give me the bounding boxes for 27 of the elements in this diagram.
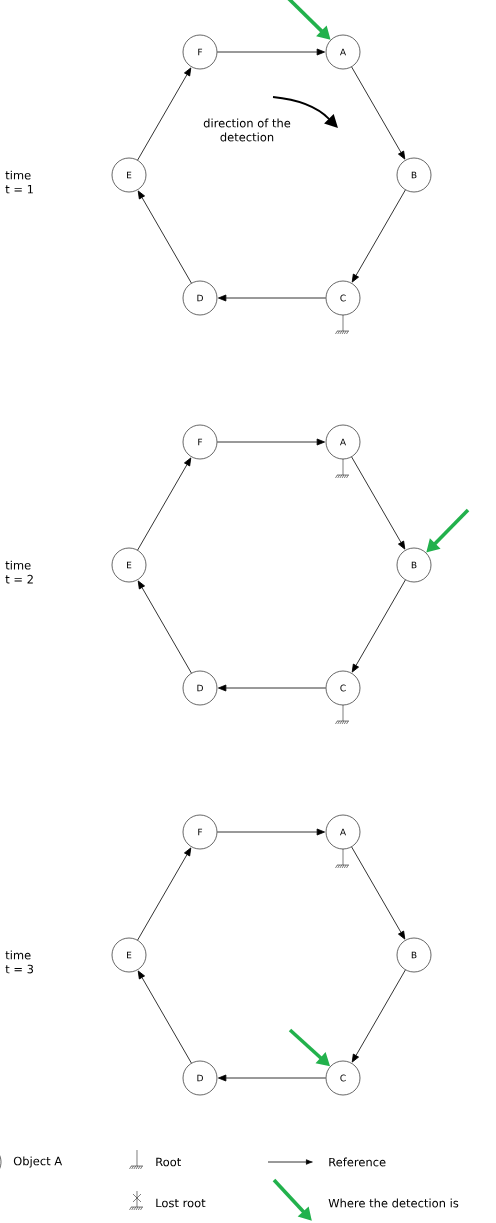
reference-arrow [218,294,327,302]
reference-arrow [351,579,406,673]
reference-arrow [137,190,192,284]
time-label: time t = 2 [5,560,33,584]
legend-text: Root [156,1157,181,1167]
legend-text: Lost root [156,1198,206,1208]
reference-arrow [351,969,406,1063]
annotation-text: direction of the detection [203,118,291,142]
time-label: time t = 3 [5,950,34,974]
reference-arrow [351,66,406,160]
reference-arrow [351,189,406,283]
reference-arrow [218,684,327,692]
reference-arrow [137,847,192,941]
reference-arrow [351,456,406,550]
reference-arrow [137,970,192,1064]
reference-arrow [137,580,192,674]
reference-arrow [216,48,325,56]
time-label: time t = 1 [5,170,33,194]
reference-arrow [137,67,192,161]
legend-text: Reference [329,1157,386,1167]
legend-text: Where the detection is [328,1198,459,1208]
reference-arrow [351,846,406,940]
reference-arrow [216,828,325,836]
reference-arrow [137,457,192,551]
reference-arrow [216,438,325,446]
reference-arrow [218,1074,327,1082]
legend-text: Object A [13,1156,63,1168]
